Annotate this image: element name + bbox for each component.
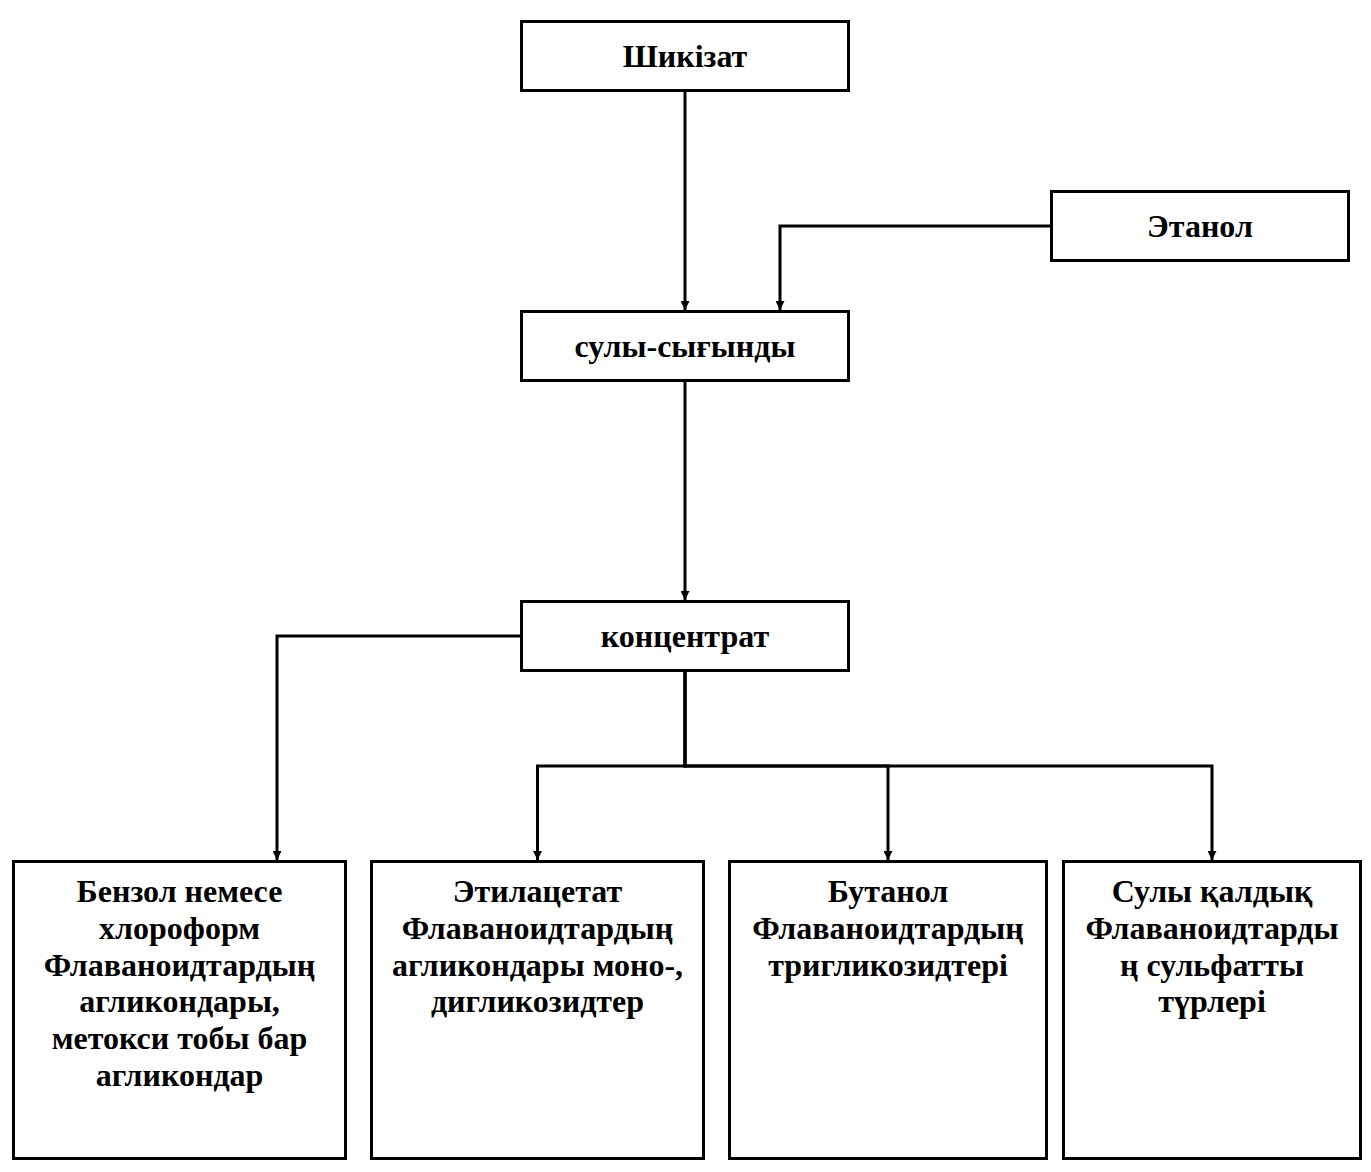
fraction-box: БутанолФлаваноидтардың тригликозидтері xyxy=(728,860,1048,1160)
process-box: сулы-сығынды xyxy=(520,310,850,382)
step-label: сулы-сығынды xyxy=(537,328,833,365)
flow-arrow xyxy=(685,672,1212,860)
fraction-text: Флаваноидтардың сульфатты түрлері xyxy=(1079,910,1345,1020)
process-box: концентрат xyxy=(520,600,850,672)
fraction-box: Сулы қалдықФлаваноидтардың сульфатты түр… xyxy=(1062,860,1362,1160)
step-label: Этанол xyxy=(1067,208,1333,245)
flow-arrow xyxy=(277,636,520,860)
solvent-heading: Бутанол xyxy=(745,873,1031,910)
solvent-heading: Этилацетат xyxy=(387,873,688,910)
fraction-box: Бензол немесе хлороформФлаваноидтардың а… xyxy=(12,860,347,1160)
fraction-text: Флаваноидтардың агликондары, метокси тоб… xyxy=(29,947,330,1094)
fraction-box: ЭтилацетатФлаваноидтардың агликондары мо… xyxy=(370,860,705,1160)
process-box: Шикізат xyxy=(520,20,850,92)
fraction-text: Флаваноидтардың тригликозидтері xyxy=(745,910,1031,984)
fraction-text: Флаваноидтардың агликондары моно-, дигли… xyxy=(387,910,688,1020)
flow-arrow xyxy=(538,672,686,860)
flow-arrow xyxy=(684,92,687,310)
process-box: Этанол xyxy=(1050,190,1350,262)
solvent-heading: Сулы қалдық xyxy=(1079,873,1345,910)
step-label: концентрат xyxy=(537,618,833,655)
flow-arrow xyxy=(780,226,1050,310)
solvent-heading: Бензол немесе хлороформ xyxy=(29,873,330,947)
flow-arrow xyxy=(684,382,687,600)
step-label: Шикізат xyxy=(537,38,833,75)
